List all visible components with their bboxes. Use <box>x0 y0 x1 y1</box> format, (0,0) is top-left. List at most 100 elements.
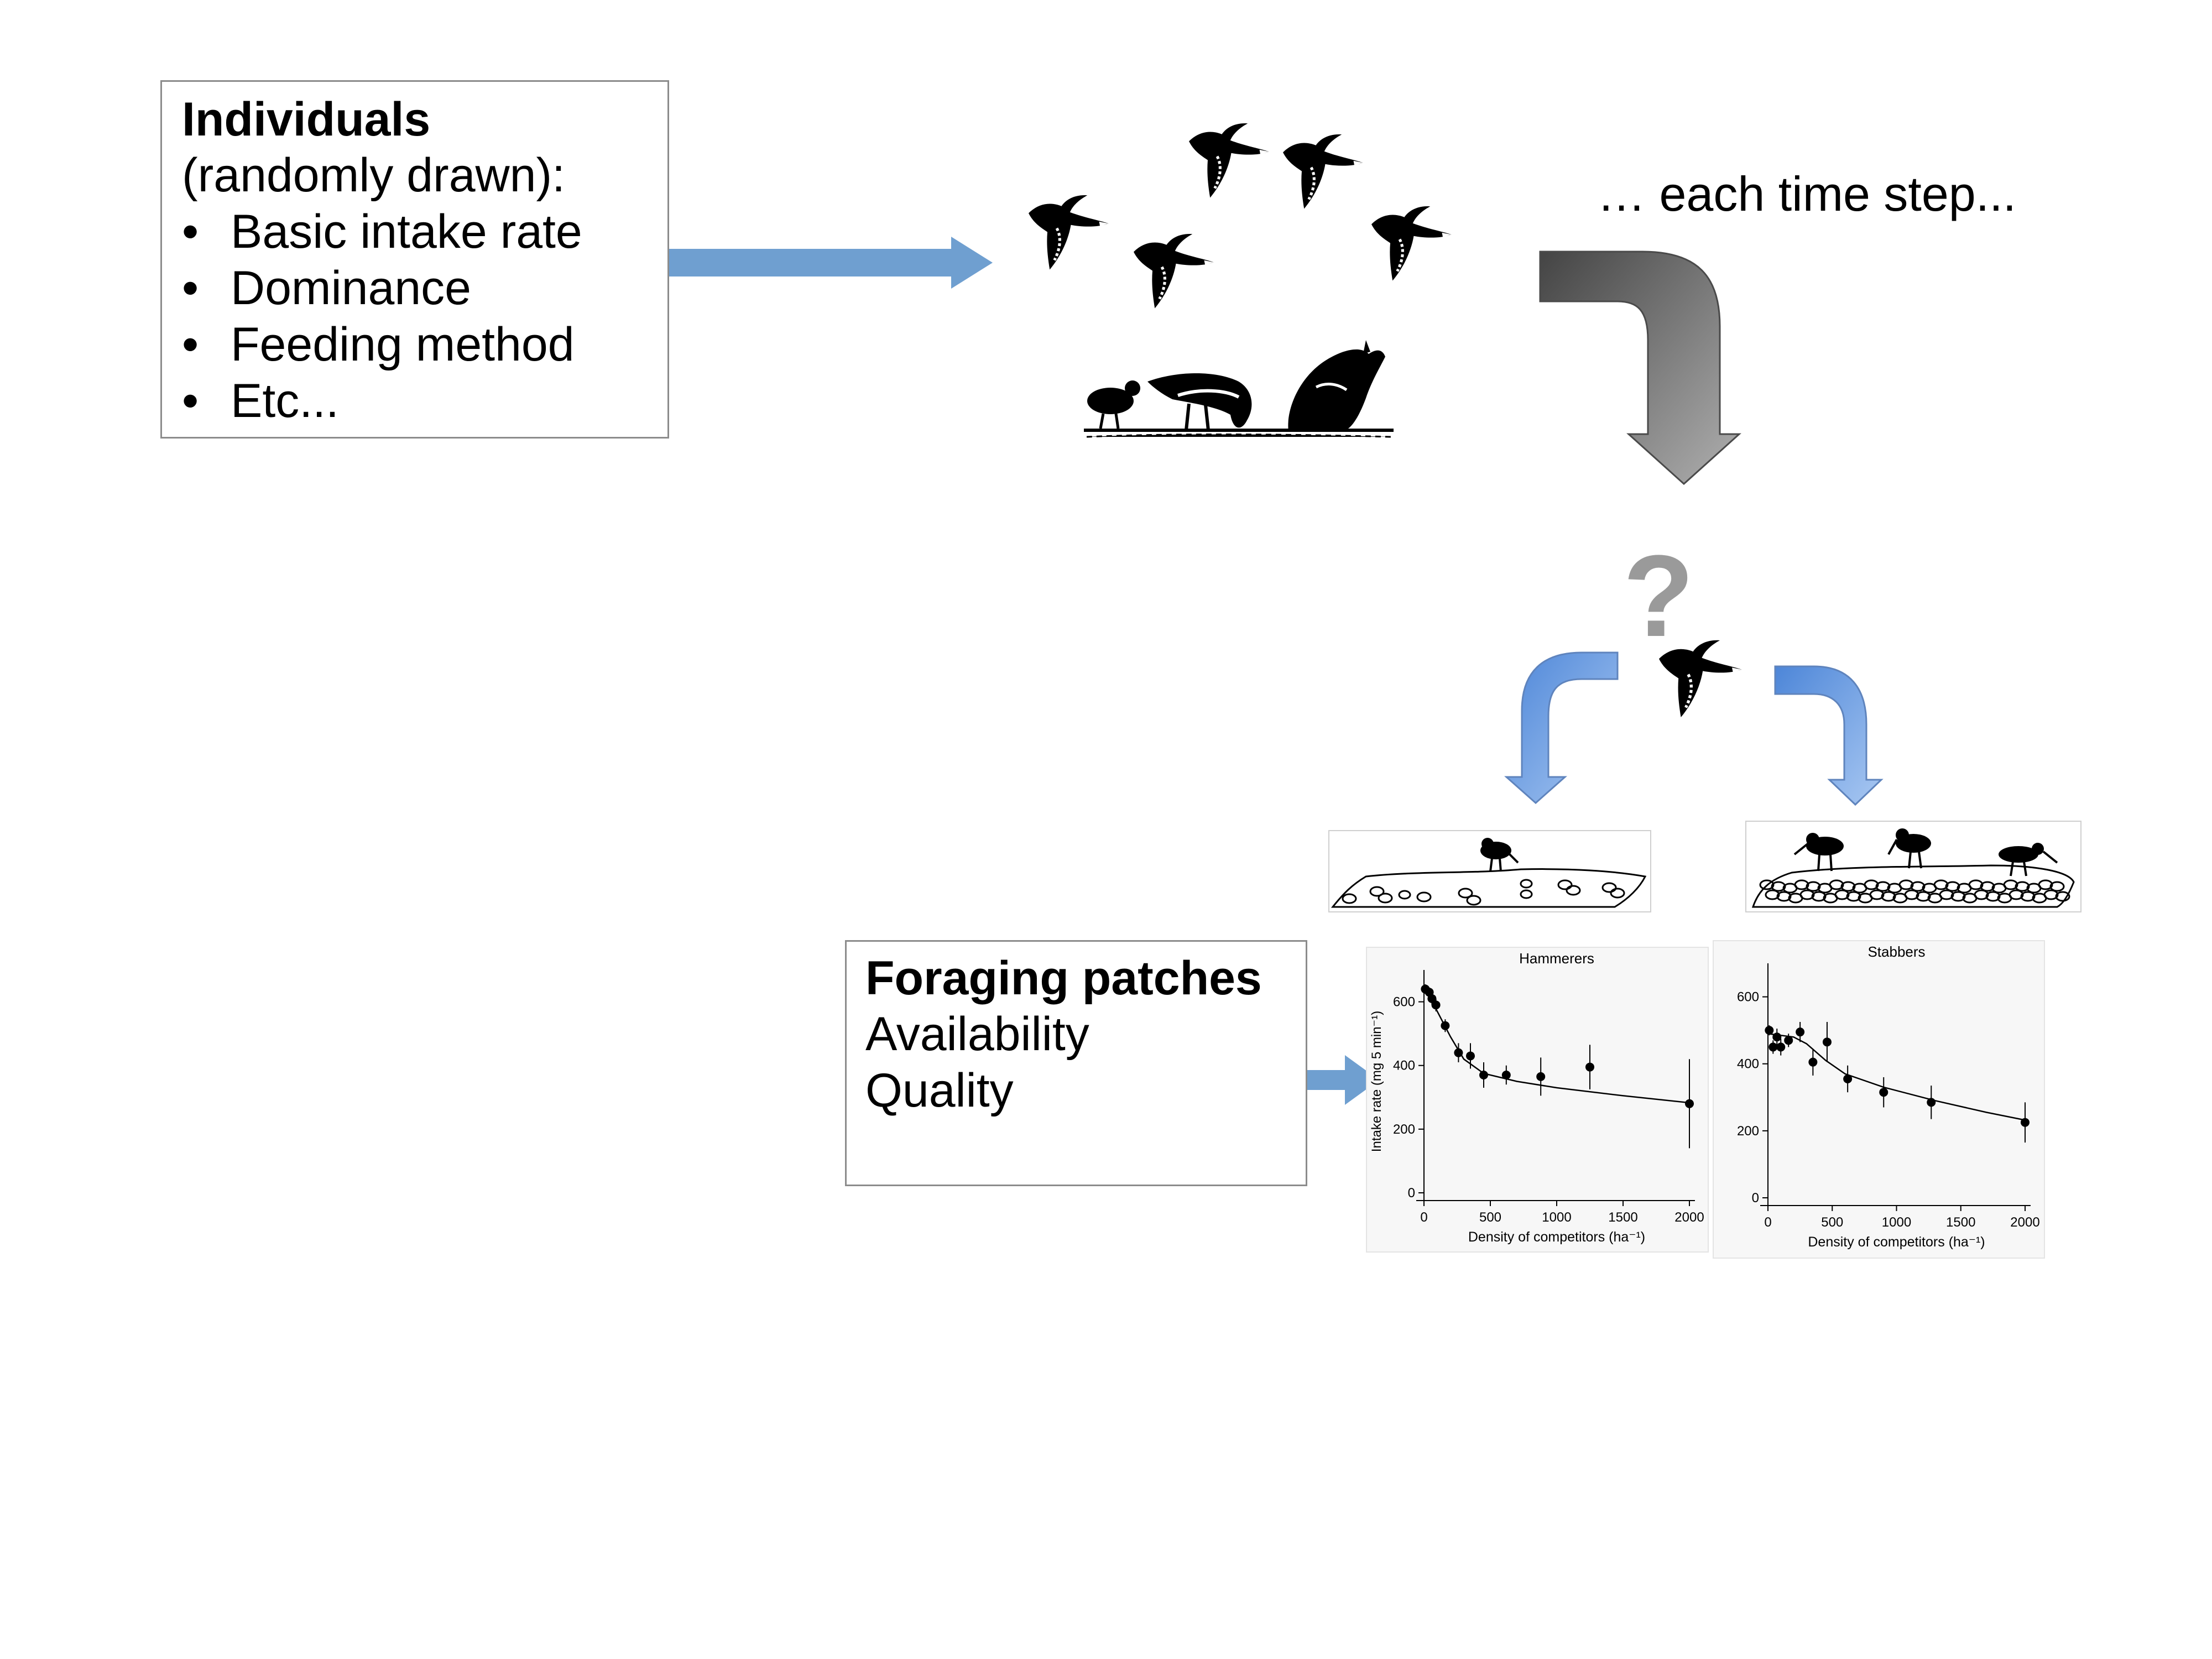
mussel-icon <box>1910 881 1926 892</box>
mussel-icon <box>1794 879 1809 890</box>
mussel-icon <box>1811 891 1827 902</box>
mussel-icon <box>2055 891 2070 902</box>
data-point <box>1776 1042 1786 1052</box>
data-point <box>1427 994 1437 1003</box>
data-point <box>1796 1027 1805 1037</box>
foraging-line-availability: Availability <box>865 1008 1089 1061</box>
mussel-icon <box>1904 889 1919 900</box>
mussel-icon <box>1864 879 1879 890</box>
data-point <box>1466 1051 1475 1061</box>
x-tick-label: 0 <box>1764 1215 1771 1230</box>
mussel-icon <box>2008 889 2024 900</box>
data-point <box>1685 1099 1694 1108</box>
fit-curve <box>1767 1032 2026 1121</box>
attribute-list: Basic intake rate Dominance Feeding meth… <box>182 204 648 429</box>
list-item: Basic intake rate <box>182 204 648 260</box>
x-tick-label: 2000 <box>1674 1210 1704 1225</box>
x-tick-label: 1500 <box>1608 1210 1637 1225</box>
data-point <box>1768 1042 1778 1052</box>
mussel-icon <box>1834 889 1850 900</box>
y-tick-label: 400 <box>1393 1058 1415 1073</box>
data-point <box>1536 1072 1546 1081</box>
data-point <box>1441 1021 1450 1030</box>
mussel-icon <box>2015 881 2030 892</box>
mussel-icon <box>1974 889 1989 900</box>
y-tick-label: 0 <box>1752 1191 1759 1206</box>
mussel-icon <box>1933 879 1949 890</box>
time-step-label: … each time step... <box>1597 166 2017 221</box>
mussel-icon <box>2043 889 2059 900</box>
x-tick-label: 1500 <box>1946 1215 1975 1230</box>
foraging-title: Foraging patches <box>865 952 1262 1005</box>
data-point <box>1454 1048 1463 1057</box>
flying-birds-icon <box>1029 123 1452 309</box>
data-point <box>1879 1088 1888 1097</box>
individuals-subtitle: (randomly drawn): <box>182 149 565 202</box>
data-point <box>1479 1070 1488 1079</box>
mussel-icon <box>1968 879 1984 890</box>
data-point <box>1808 1057 1818 1067</box>
mussel-icon <box>2020 891 2036 902</box>
data-point <box>1772 1032 1782 1042</box>
chart-title: Stabbers <box>1867 943 1925 960</box>
data-point <box>1822 1037 1832 1047</box>
mussel-icon <box>1829 879 1844 890</box>
foraging-line-quality: Quality <box>865 1064 1014 1117</box>
mussel-icon <box>1869 889 1885 900</box>
mussel-icon <box>1765 889 1780 900</box>
individuals-box: Individuals (randomly drawn): Basic inta… <box>160 80 669 439</box>
stabbers-chart: Stabbers 0 500 1000 1500 2000 0 200 400 600Densit… <box>1737 943 2040 1250</box>
list-item: Dominance <box>182 260 648 316</box>
mussel-icon <box>1916 891 1931 902</box>
mussel-icon <box>1840 881 1856 892</box>
x-tick-label: 2000 <box>2010 1215 2039 1230</box>
single-bird-icon <box>1659 640 1742 717</box>
question-mark-icon: ? <box>1623 531 1694 661</box>
mussel-icon <box>1939 889 1954 900</box>
curved-down-arrow-icon <box>1539 251 1741 486</box>
mussel-icon <box>1980 881 1995 892</box>
mussel-icon <box>2049 881 2065 892</box>
data-point <box>1765 1026 1774 1035</box>
mussel-icon <box>1776 891 1792 902</box>
dense-patch-icon <box>1745 821 2081 912</box>
sparse-patch-icon <box>1328 830 1651 912</box>
fit-curve <box>1423 985 1690 1104</box>
data-point <box>1927 1098 1936 1107</box>
y-tick-label: 200 <box>1737 1124 1759 1139</box>
right-arrow-icon <box>655 237 993 289</box>
mussel-icon <box>1846 891 1861 902</box>
y-tick-label: 600 <box>1393 995 1415 1010</box>
y-tick-label: 200 <box>1393 1122 1415 1137</box>
mussel-icon <box>1799 889 1815 900</box>
list-item: Feeding method <box>182 316 648 373</box>
mussel-icon <box>2003 879 2018 890</box>
x-tick-label: 500 <box>1821 1215 1843 1230</box>
mussel-icon <box>1759 879 1775 890</box>
ground-birds-icon <box>1084 340 1394 438</box>
data-point <box>1431 1000 1441 1010</box>
x-tick-label: 500 <box>1479 1210 1501 1225</box>
hammerers-chart-frame <box>1366 947 1709 1253</box>
y-tick-label: 600 <box>1737 990 1759 1005</box>
y-tick-label: 0 <box>1408 1186 1415 1201</box>
data-point <box>2021 1118 2030 1127</box>
data-point <box>1843 1074 1853 1083</box>
mussel-icon <box>1875 881 1891 892</box>
mussel-icon <box>1806 881 1821 892</box>
curved-arrow-right-icon <box>1774 665 1884 806</box>
x-tick-label: 1000 <box>1882 1215 1911 1230</box>
list-item: Etc... <box>182 373 648 429</box>
data-point <box>1585 1062 1594 1072</box>
chart-title: Hammerers <box>1519 950 1594 967</box>
y-tick-label: 400 <box>1737 1057 1759 1072</box>
mussel-icon <box>1771 881 1786 892</box>
x-axis-label: Density of competitors (ha⁻¹) <box>1808 1234 1985 1250</box>
mussel-icon <box>1945 881 1960 892</box>
mussel-icon <box>1881 891 1896 902</box>
curved-arrow-left-icon <box>1504 651 1619 805</box>
individuals-title: Individuals <box>182 93 431 146</box>
mussel-icon <box>1898 879 1914 890</box>
